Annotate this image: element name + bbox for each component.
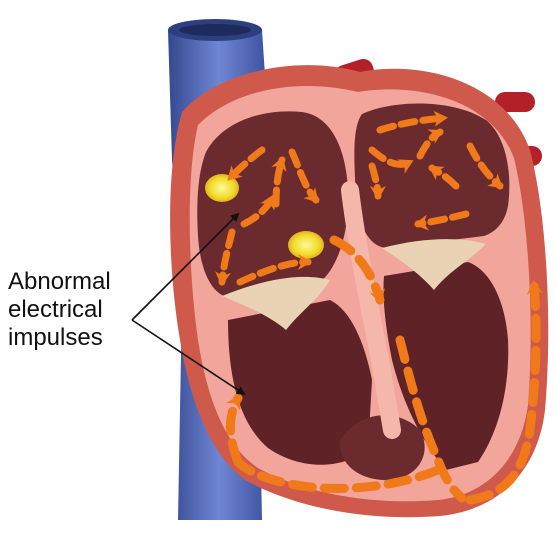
annotation-label: Abnormal electrical impulses — [8, 268, 111, 352]
ectopic-focus-upper — [205, 174, 239, 202]
annotation-line-2: electrical — [8, 296, 111, 324]
annotation-line-3: impulses — [8, 324, 111, 352]
ectopic-focus-lower — [288, 231, 324, 259]
annotation-line-1: Abnormal — [8, 268, 111, 296]
